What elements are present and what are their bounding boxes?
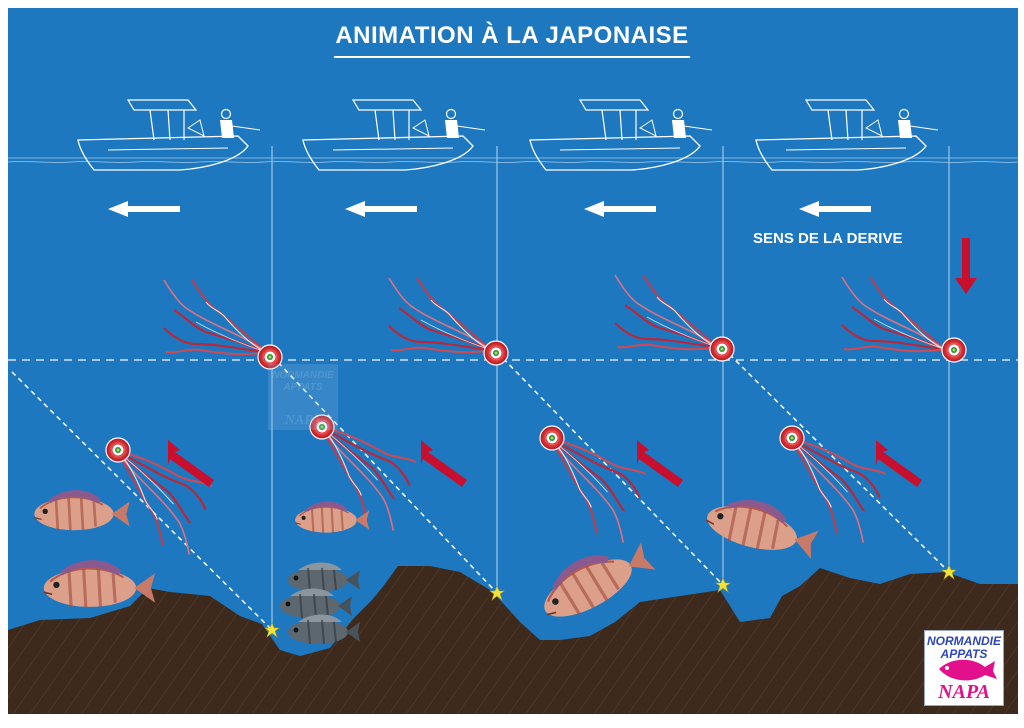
red-down-arrow xyxy=(955,238,977,294)
jig-lower-1 xyxy=(105,437,131,463)
watermark-line1: NORMANDIE xyxy=(272,370,334,381)
water-surface-waves xyxy=(7,160,1019,164)
logo-line2: APPATS xyxy=(940,647,988,661)
logo-line3: NAPA xyxy=(938,681,990,703)
watermark-line2: APPATS xyxy=(282,382,322,393)
drift-direction-label: SENS DE LA DERIVE xyxy=(753,230,903,247)
seabed xyxy=(8,566,1018,714)
jig-lower-4 xyxy=(779,425,805,451)
watermark: NORMANDIE APPATS NAPA xyxy=(268,364,338,430)
trajectory-line-2 xyxy=(271,355,498,594)
trajectory-line-1 xyxy=(11,371,273,631)
diagram-title: ANIMATION À LA JAPONAISE xyxy=(335,22,689,49)
watermark-line3: NAPA xyxy=(284,413,321,428)
normandie-appats-logo: NORMANDIE APPATS NAPA xyxy=(924,630,1004,706)
jig-upper-4 xyxy=(941,337,967,363)
title-underline xyxy=(334,56,690,58)
logo-line1: NORMANDIE xyxy=(927,634,1001,648)
trajectory-line-4 xyxy=(722,347,950,573)
jig-upper-3 xyxy=(709,336,735,362)
jig-lower-3 xyxy=(539,425,565,451)
jig-upper-2 xyxy=(483,340,509,366)
logo-fish-icon xyxy=(939,659,997,681)
